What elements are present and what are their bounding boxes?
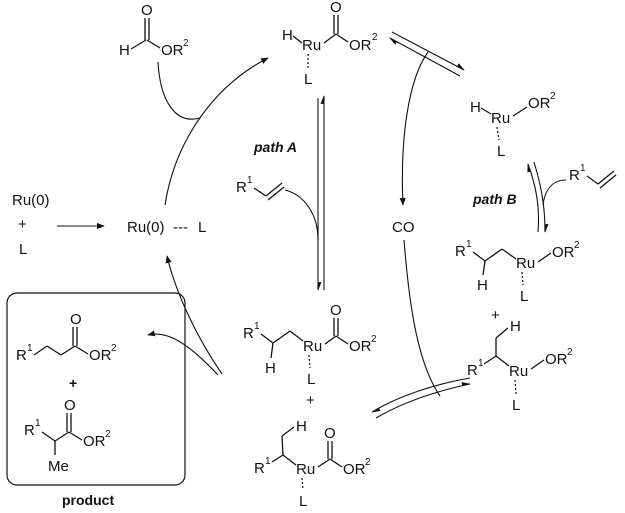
- lin-alk-r2-sup: 2: [574, 240, 580, 251]
- formate-o: O: [141, 2, 153, 19]
- formate-or: OR: [161, 42, 184, 59]
- co-insertion-reverse-arrow: [375, 382, 471, 419]
- br-acyl-r2-sup: 2: [365, 457, 371, 468]
- linear-acyl-complex: R 1 H Ru O OR 2 L: [243, 302, 377, 388]
- prod-br-me: Me: [48, 458, 69, 475]
- complex2-l: L: [497, 143, 505, 160]
- complex2-ru: Ru: [491, 110, 510, 127]
- br-alk-plus: +: [491, 307, 500, 324]
- path-b-forward-arrow: [533, 161, 549, 233]
- complex2-r2-sup: 2: [550, 91, 556, 102]
- reactant-ligand: L: [19, 241, 27, 258]
- reactants: Ru(0) + L: [12, 192, 50, 258]
- br-acyl-l: L: [299, 493, 307, 510]
- lin-alk-ru: Ru: [516, 255, 535, 272]
- br-acyl-plus: +: [306, 392, 315, 409]
- br-alk-l: L: [512, 397, 520, 414]
- prod-br-r1-sup: 1: [35, 418, 41, 429]
- lin-acyl-l: L: [307, 371, 315, 388]
- br-alk-h: H: [510, 318, 521, 335]
- path-b-reverse-arrow: [527, 163, 540, 233]
- co-release-arrow: [399, 51, 429, 206]
- complex1-o: O: [330, 0, 342, 16]
- formate-r2-sup: 2: [183, 38, 189, 49]
- prod-lin-r2-sup: 2: [111, 343, 117, 354]
- prod-lin-r1-sup: 1: [27, 343, 33, 354]
- lin-acyl-o: O: [330, 302, 342, 319]
- lin-alk-h: H: [477, 277, 488, 294]
- complex1-h: H: [282, 27, 293, 44]
- prod-br-r2-sup: 2: [105, 429, 111, 440]
- prod-lin-o: O: [70, 311, 82, 328]
- lin-acyl-or: OR: [349, 338, 372, 355]
- oxidative-addition-arrow: [164, 57, 269, 206]
- complex2-h: H: [470, 99, 481, 116]
- lin-alk-l: L: [520, 288, 528, 305]
- formate-reagent: H O OR 2: [119, 2, 189, 59]
- path-b-label: path B: [472, 191, 517, 207]
- reactant-ru0: Ru(0): [12, 192, 50, 209]
- alkene-path-b: R 1: [569, 163, 617, 189]
- alkene-a-r: R: [236, 179, 247, 196]
- prod-br-o: O: [64, 397, 76, 414]
- br-acyl-r1-sup: 1: [265, 456, 271, 467]
- alkene-b-r1-sup: 1: [580, 163, 586, 174]
- lin-acyl-r: R: [243, 325, 254, 342]
- complex2-or: OR: [528, 95, 551, 112]
- catalyst-ligand: L: [198, 219, 206, 236]
- linear-alkoxide-complex: R 1 H Ru OR 2 L: [455, 239, 580, 305]
- co-insertion-forward-arrow: [371, 377, 471, 413]
- lin-alk-r: R: [455, 243, 466, 260]
- product-release-arrow: [147, 330, 219, 376]
- prod-lin-or: OR: [89, 347, 112, 364]
- complex1-l: L: [304, 71, 312, 88]
- lin-acyl-h: H: [265, 360, 276, 377]
- formate-entry-arrow: [157, 61, 201, 120]
- alkene-a-feed-arrow: [284, 189, 319, 241]
- formate-h: H: [119, 42, 130, 59]
- catalyst: Ru(0) --- L: [127, 219, 206, 236]
- br-acyl-h: H: [296, 418, 307, 435]
- product-label: product: [62, 492, 114, 508]
- decarbonylation-forward-arrow: [391, 31, 465, 71]
- branched-alkoxide-complex: + H R 1 Ru OR 2 L: [467, 307, 573, 414]
- br-acyl-r: R: [254, 460, 265, 477]
- product-box: R 1 O OR 2 + R 1 Me O OR 2: [6, 292, 186, 486]
- prod-lin-r: R: [16, 347, 27, 364]
- alkene-b-r: R: [569, 167, 580, 184]
- br-alk-or: OR: [545, 351, 568, 368]
- br-alk-ru: Ru: [509, 363, 528, 380]
- hydrido-alkoxide-complex: H Ru OR 2 L: [470, 91, 556, 160]
- complex1-or: OR: [349, 37, 372, 54]
- prod-plus: +: [69, 375, 77, 391]
- co-uptake-arrow: [403, 239, 441, 397]
- br-acyl-or: OR: [343, 461, 366, 478]
- reactant-plus: +: [18, 216, 27, 233]
- hydrido-ester-complex: H Ru O OR 2 L: [282, 0, 378, 88]
- br-acyl-o: O: [324, 425, 336, 442]
- lin-alk-or: OR: [552, 244, 575, 261]
- branched-acyl-complex: + H R 1 Ru O OR 2 L: [254, 392, 371, 510]
- co-label: CO: [392, 219, 415, 236]
- catalyst-regeneration-arrow: [165, 255, 223, 375]
- path-a-label: path A: [253, 139, 297, 155]
- complex1-ru: Ru: [302, 37, 321, 54]
- br-alk-r: R: [467, 362, 478, 379]
- lin-acyl-r1-sup: 1: [254, 321, 260, 332]
- prod-br-or: OR: [83, 433, 106, 450]
- alkene-a-r1-sup: 1: [247, 175, 253, 186]
- lin-alk-r1-sup: 1: [466, 239, 472, 250]
- complex1-r2-sup: 2: [372, 32, 378, 43]
- alkene-path-a: R 1: [236, 175, 285, 201]
- prod-br-r: R: [24, 422, 35, 439]
- catalyst-ru0: Ru(0): [127, 219, 165, 236]
- lin-acyl-ru: Ru: [303, 338, 322, 355]
- lin-acyl-r2-sup: 2: [371, 334, 377, 345]
- br-acyl-ru: Ru: [296, 461, 315, 478]
- br-alk-r1-sup: 1: [478, 358, 484, 369]
- catalyst-bond: ---: [173, 219, 188, 236]
- alkene-b-feed-arrow: [542, 179, 567, 206]
- br-alk-r2-sup: 2: [567, 347, 573, 358]
